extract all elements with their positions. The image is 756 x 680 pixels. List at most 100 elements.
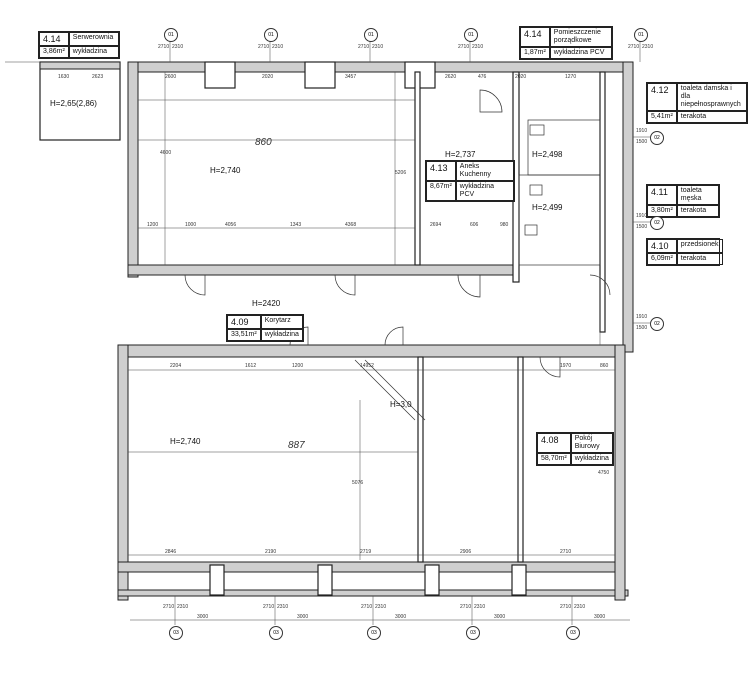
room-number: 4.14: [520, 27, 550, 48]
axis-mark: 2310: [474, 604, 486, 610]
axis-mark: 2310: [172, 44, 184, 50]
dimension-label: 606: [470, 222, 479, 228]
axis-spacing-label: 3000: [594, 614, 606, 620]
column: [304, 61, 336, 89]
dimension-label: 2190: [265, 549, 277, 555]
handwritten-width: 887: [288, 440, 305, 451]
wc-room-outline: [527, 119, 601, 176]
dimension-label: 4056: [225, 222, 237, 228]
height-label: H=2,498: [532, 150, 563, 159]
axis-mark: 1500: [636, 325, 648, 331]
room-floor: wykładzina: [260, 329, 303, 342]
room-area: 58,70m²: [537, 453, 571, 466]
door-swing: [589, 274, 611, 296]
axis-mark: 2310: [372, 44, 384, 50]
axis-bubble-top: 01: [164, 28, 178, 42]
room-area: 1,87m²: [520, 47, 550, 60]
lower-east-wall: [614, 344, 626, 601]
axis-bubble-bottom: 03: [367, 626, 381, 640]
axis-bubble-bottom: 03: [269, 626, 283, 640]
column: [424, 564, 440, 596]
height-label: H=2,737: [445, 150, 476, 159]
lower-partition: [517, 356, 524, 563]
room-area: 8,67m²: [426, 181, 456, 202]
east-wall: [622, 61, 634, 353]
dimension-label: 2020: [262, 74, 274, 80]
dimension-label: 1270: [565, 74, 577, 80]
room-tag-vestibule: 4.10 przedsionek 6,09m² terakota: [646, 238, 723, 267]
door-swing: [384, 326, 404, 346]
room-floor: wykładzina PCV: [549, 47, 612, 60]
dimension-label: 1630: [58, 74, 70, 80]
height-label: H=3,0: [390, 400, 412, 409]
axis-spacing-label: 3000: [297, 614, 309, 620]
axis-mark: 2710: [628, 44, 640, 50]
diagonal-partition: [354, 359, 416, 421]
axis-spacing-label: 3000: [494, 614, 506, 620]
axis-mark: 2710: [163, 604, 175, 610]
axis-mark: 2710: [460, 604, 472, 610]
axis-bubble-top: 01: [634, 28, 648, 42]
axis-mark: 2710: [560, 604, 572, 610]
server-room-outline: [39, 61, 121, 141]
upper-west-wall: [127, 61, 139, 278]
lower-north-wall: [117, 344, 624, 358]
door-swing: [457, 274, 481, 298]
dimension-label: 2719: [360, 549, 372, 555]
axis-bubble-top: 01: [464, 28, 478, 42]
room-tag-kitchen: 4.13 Aneks Kuchenny 8,67m² wykładzina PC…: [425, 160, 515, 203]
server-room-wall: [39, 61, 121, 70]
dimension-label: 2694: [430, 222, 442, 228]
kitchen-partition: [414, 71, 421, 266]
room-tag-mens-wc: 4.11 toaleta męska 3,80m² terakota: [646, 184, 720, 219]
axis-mark: 1910: [636, 128, 648, 134]
room-name: Pomieszczenie porządkowe: [549, 27, 612, 48]
axis-bubble-bottom: 03: [169, 626, 183, 640]
room-floor: terakota: [676, 111, 747, 124]
height-label: H=2,499: [532, 203, 563, 212]
height-label: H=2,65(2,86): [50, 99, 97, 108]
height-label: H=2,740: [170, 437, 201, 446]
room-floor: terakota: [676, 205, 719, 218]
axis-mark: 2710: [358, 44, 370, 50]
column: [511, 564, 527, 596]
axis-mark: 2310: [574, 604, 586, 610]
dimension-label: 980: [500, 222, 509, 228]
dimension-label: 860: [600, 363, 609, 369]
axis-mark: 1910: [636, 314, 648, 320]
axis-bubble-right: 02: [650, 131, 664, 145]
room-number: 4.08: [537, 433, 571, 454]
toilet-icon: [529, 184, 543, 196]
dimension-label: 4600: [160, 150, 172, 156]
axis-mark: 2710: [158, 44, 170, 50]
upper-north-wall: [127, 61, 634, 73]
room-name: przedsionek: [676, 239, 723, 254]
room-tag-cleaning: 4.14 Pomieszczenie porządkowe 1,87m² wyk…: [519, 26, 613, 61]
toilet-icon: [529, 124, 545, 136]
lower-west-wall: [117, 344, 129, 601]
room-area: 5,41m²: [647, 111, 677, 124]
upper-south-wall: [127, 264, 519, 276]
axis-mark: 1500: [636, 224, 648, 230]
dimension-label: 4368: [345, 222, 357, 228]
column: [204, 61, 236, 89]
dimension-label: 1970: [560, 363, 572, 369]
dimension-label: 1200: [147, 222, 159, 228]
room-tag-corridor: 4.09 Korytarz 33,51m² wykładzina: [226, 314, 304, 343]
door-swing: [479, 89, 503, 113]
wc-room-outline: [518, 174, 601, 266]
dimension-label: 1343: [290, 222, 302, 228]
axis-bubble-right: 02: [650, 216, 664, 230]
dimension-label: 2620: [445, 74, 457, 80]
column: [317, 564, 333, 596]
axis-mark: 1910: [636, 213, 648, 219]
room-tag-server: 4.14 Serwerownia 3,86m² wykładzina: [38, 31, 120, 60]
room-area: 3,80m²: [647, 205, 677, 218]
dimension-label: 2623: [92, 74, 104, 80]
room-name: Aneks Kuchenny: [455, 161, 514, 182]
dimension-label: 2020: [515, 74, 527, 80]
dimension-label: 1200: [292, 363, 304, 369]
axis-bubble-top: 01: [364, 28, 378, 42]
dimension-label: 2600: [165, 74, 177, 80]
